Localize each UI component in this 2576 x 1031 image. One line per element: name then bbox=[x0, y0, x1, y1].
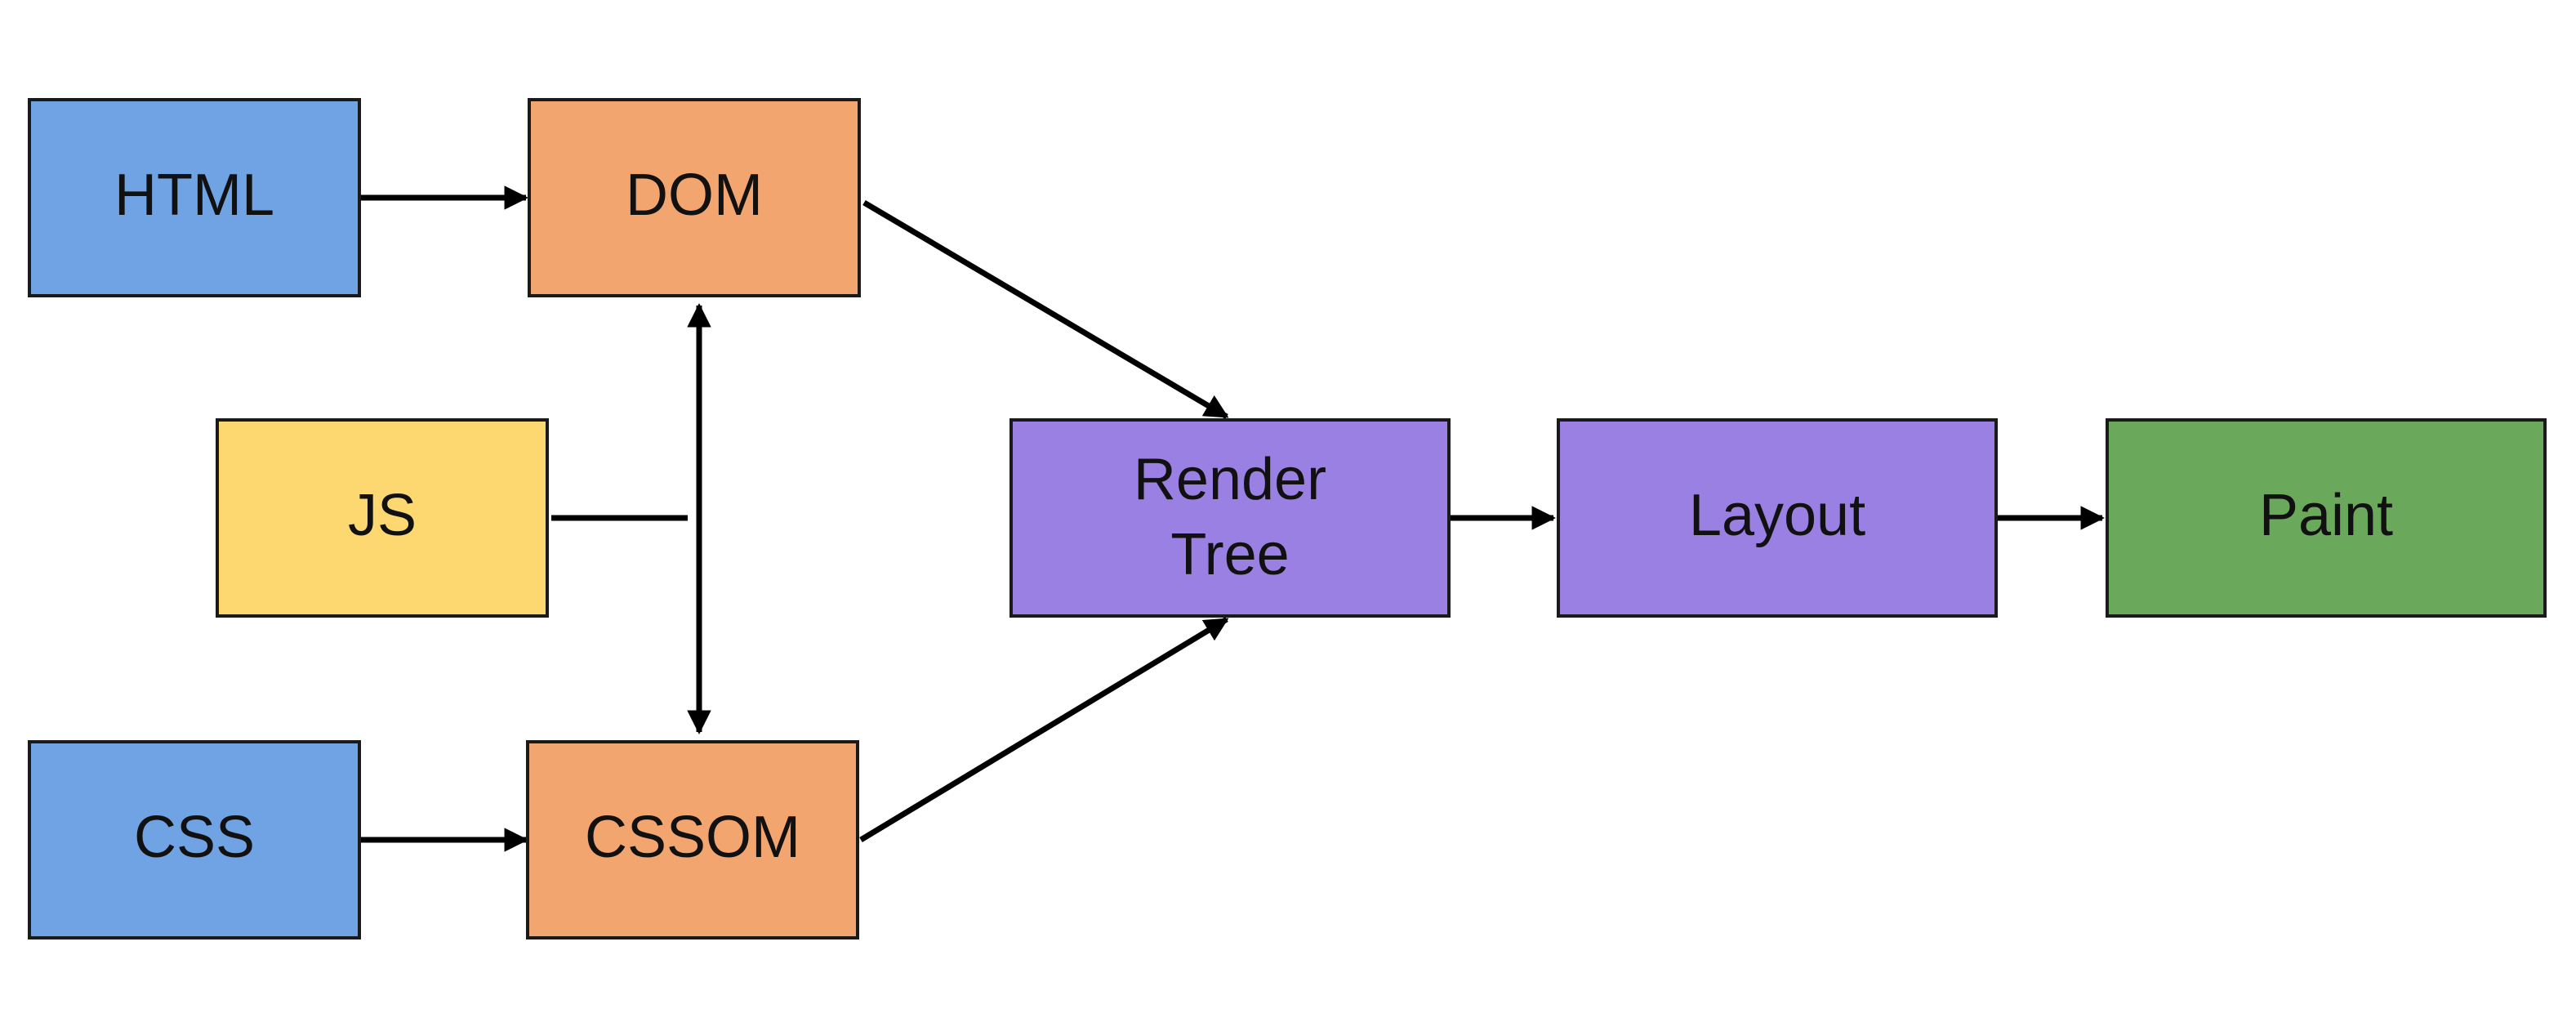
node-paint: Paint bbox=[2106, 418, 2547, 618]
node-cssom: CSSOM bbox=[526, 740, 859, 940]
node-css-box bbox=[28, 740, 361, 940]
node-layout-box bbox=[1557, 418, 1998, 618]
node-css: CSS bbox=[28, 740, 361, 940]
node-css-label: CSS bbox=[134, 805, 255, 870]
node-cssom-box bbox=[526, 740, 859, 940]
node-render-tree-box bbox=[1009, 418, 1451, 618]
node-dom-box bbox=[528, 98, 861, 297]
node-html: HTML bbox=[28, 98, 361, 297]
edge-dom-to-render-tree bbox=[862, 199, 1229, 420]
node-js-label: JS bbox=[348, 483, 417, 548]
node-layout-label: Layout bbox=[1689, 483, 1865, 548]
node-dom-label: DOM bbox=[626, 163, 763, 228]
node-paint-box bbox=[2106, 418, 2547, 618]
node-layout: Layout bbox=[1557, 418, 1998, 618]
node-render-tree-label-line1: Render bbox=[1134, 447, 1326, 512]
node-html-box bbox=[28, 98, 361, 297]
node-html-label: HTML bbox=[114, 163, 274, 228]
node-render-tree-label-line2: Tree bbox=[1170, 522, 1289, 587]
node-render-tree: Render Tree bbox=[1009, 418, 1451, 618]
edges bbox=[361, 185, 2105, 852]
node-js-box bbox=[216, 418, 549, 618]
edge-cssom-to-render-tree bbox=[859, 617, 1229, 842]
node-cssom-label: CSSOM bbox=[585, 805, 800, 870]
node-dom: DOM bbox=[528, 98, 861, 297]
node-js: JS bbox=[216, 418, 549, 618]
node-paint-label: Paint bbox=[2259, 483, 2393, 548]
